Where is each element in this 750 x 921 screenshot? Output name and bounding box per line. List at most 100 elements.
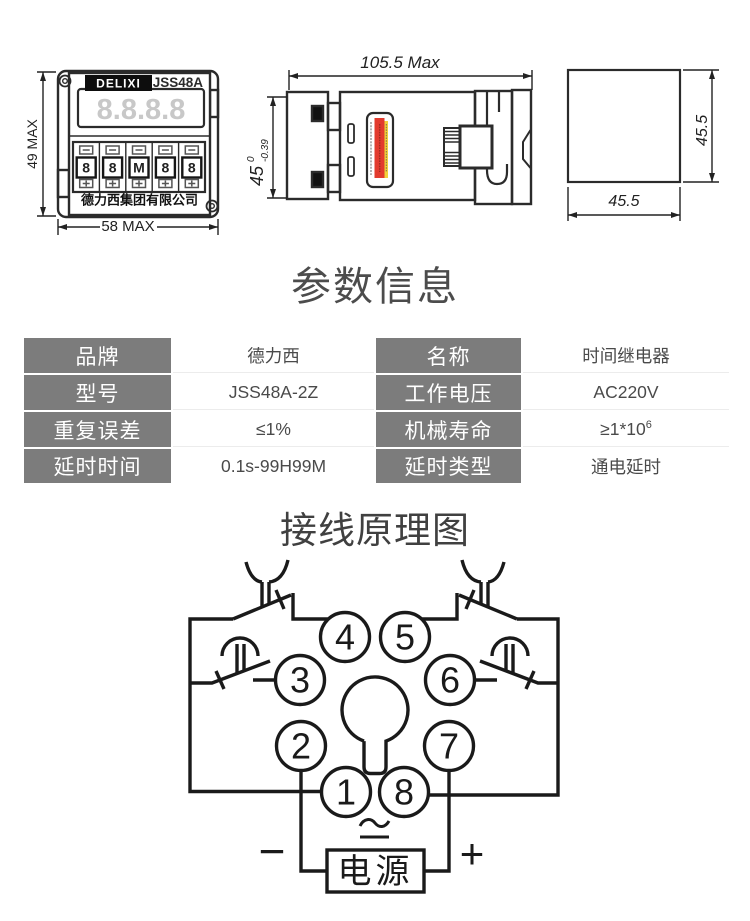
brand-logo-text: DELIXI <box>96 77 141 91</box>
param-value: ≥1*106 <box>523 412 729 447</box>
dim-label-mask <box>100 219 157 233</box>
thumbwheel-separators <box>98 142 180 192</box>
param-label: 延时时间 <box>24 449 171 483</box>
screw-hole-icon <box>205 199 219 213</box>
side-slot <box>347 156 355 177</box>
param-value: 德力西 <box>173 338 374 373</box>
side-slot <box>347 123 355 144</box>
end-clip <box>522 129 532 169</box>
model-label: JSS48A <box>153 75 204 90</box>
terminal-screw-block <box>443 127 461 167</box>
side-neck <box>326 101 342 132</box>
ac-dc-symbol-icon <box>358 818 391 839</box>
param-label: 工作电压 <box>376 375 521 410</box>
pin-number: 3 <box>290 660 310 701</box>
pin-circle <box>273 653 327 707</box>
thumbwheel-panel <box>71 140 207 194</box>
pin-circle <box>377 765 431 819</box>
screw-hole-icon <box>208 202 215 209</box>
plus-symbol: + <box>460 830 485 877</box>
params-table: 品牌 德力西 名称 时间继电器 型号 JSS48A-2Z 工作电压 AC220V… <box>22 336 731 485</box>
side-end-plate <box>510 88 533 206</box>
screw-hole-icon <box>62 77 69 84</box>
pin-number: 1 <box>336 772 356 813</box>
contact-tick <box>464 589 476 610</box>
rear-dim-arrows <box>568 70 715 218</box>
power-wire-right <box>424 770 451 873</box>
wiring-section-title: 接线原理图 <box>280 510 470 551</box>
pin-number: 4 <box>335 617 355 658</box>
rear-view-square <box>566 68 682 184</box>
technical-drawings: DELIXI JSS48A 8.8.8.8 8 8 <box>24 53 719 235</box>
param-label: 名称 <box>376 338 521 373</box>
param-value: 时间继电器 <box>523 338 729 373</box>
front-dim-arrows <box>40 72 218 230</box>
pin-number: 2 <box>291 726 311 767</box>
side-neck <box>326 163 342 194</box>
thumbwheel-digit: 8 <box>188 160 196 176</box>
pin-circle <box>318 610 372 664</box>
contact-post <box>422 593 459 621</box>
power-box <box>325 848 426 894</box>
contact-tick <box>274 589 286 610</box>
table-row: 品牌 德力西 名称 时间继电器 <box>24 338 729 373</box>
side-dimensions <box>267 70 533 199</box>
side-clip <box>310 104 325 123</box>
thumbwheel-digit: 8 <box>109 160 117 176</box>
thumbwheel-digit: 8 <box>162 160 170 176</box>
delay-symbol-icon <box>244 559 290 607</box>
contact-post <box>291 593 328 621</box>
param-label: 延时类型 <box>376 449 521 483</box>
pin-number: 7 <box>439 726 459 767</box>
thumbwheel-columns <box>75 145 203 189</box>
pin-numbers: 4 5 3 6 2 7 1 8 <box>290 617 460 813</box>
pin-number: 5 <box>395 617 415 658</box>
delay-symbol-icon <box>490 636 530 673</box>
contact-tick <box>214 670 226 690</box>
thumbwheel-digit: 8 <box>82 160 90 176</box>
side-height-dim: 45 <box>247 165 267 186</box>
side-height-tol-upper: 0 <box>246 156 257 162</box>
pin-circle <box>422 719 476 773</box>
param-label: 品牌 <box>24 338 171 373</box>
wiring-diagram: 4 5 3 6 2 7 1 8 − + 电源 <box>188 559 560 894</box>
side-clip <box>310 170 325 189</box>
param-value: JSS48A-2Z <box>173 375 374 410</box>
param-value: AC220V <box>523 375 729 410</box>
front-left-tab <box>56 168 71 199</box>
rear-dimensions <box>567 69 719 221</box>
pin-number: 8 <box>394 772 414 813</box>
side-view-drawing <box>285 88 533 206</box>
side-height-tol-lower: -0.39 <box>260 139 271 162</box>
rear-hook <box>485 91 509 186</box>
pin-circle <box>274 719 328 773</box>
pin-circle <box>319 765 373 819</box>
table-row: 延时时间 0.1s-99H99M 延时类型 通电延时 <box>24 449 729 483</box>
contact-tick <box>524 670 536 690</box>
pin-circle <box>423 653 477 707</box>
rear-width-dim: 45.5 <box>608 193 639 210</box>
terminal-box <box>458 124 494 170</box>
wiring-lines <box>188 559 560 894</box>
contact-blade <box>479 659 558 685</box>
pin-circle <box>378 610 432 664</box>
param-label: 型号 <box>24 375 171 410</box>
side-bezel <box>285 90 330 201</box>
power-wire-left <box>299 770 327 873</box>
pin-circles <box>273 610 477 819</box>
contact-blade <box>190 659 271 685</box>
label-red-stripe <box>374 118 385 178</box>
screw-hole-icon <box>58 74 72 88</box>
params-section-title: 参数信息 <box>291 265 459 309</box>
label-microtext-marks <box>370 122 387 175</box>
thumbwheel-digit: M <box>133 160 145 176</box>
right-rail <box>428 617 560 797</box>
lcd-digits: 8.8.8.8 <box>97 94 186 126</box>
thumbwheel-digits: 8 8 M 8 8 <box>82 160 196 176</box>
param-label: 机械寿命 <box>376 412 521 447</box>
front-flange <box>56 69 220 219</box>
front-width-dim: 58 MAX <box>101 218 154 235</box>
front-height-dim: 49 MAX <box>24 118 40 168</box>
power-label: 电源 <box>338 853 414 891</box>
